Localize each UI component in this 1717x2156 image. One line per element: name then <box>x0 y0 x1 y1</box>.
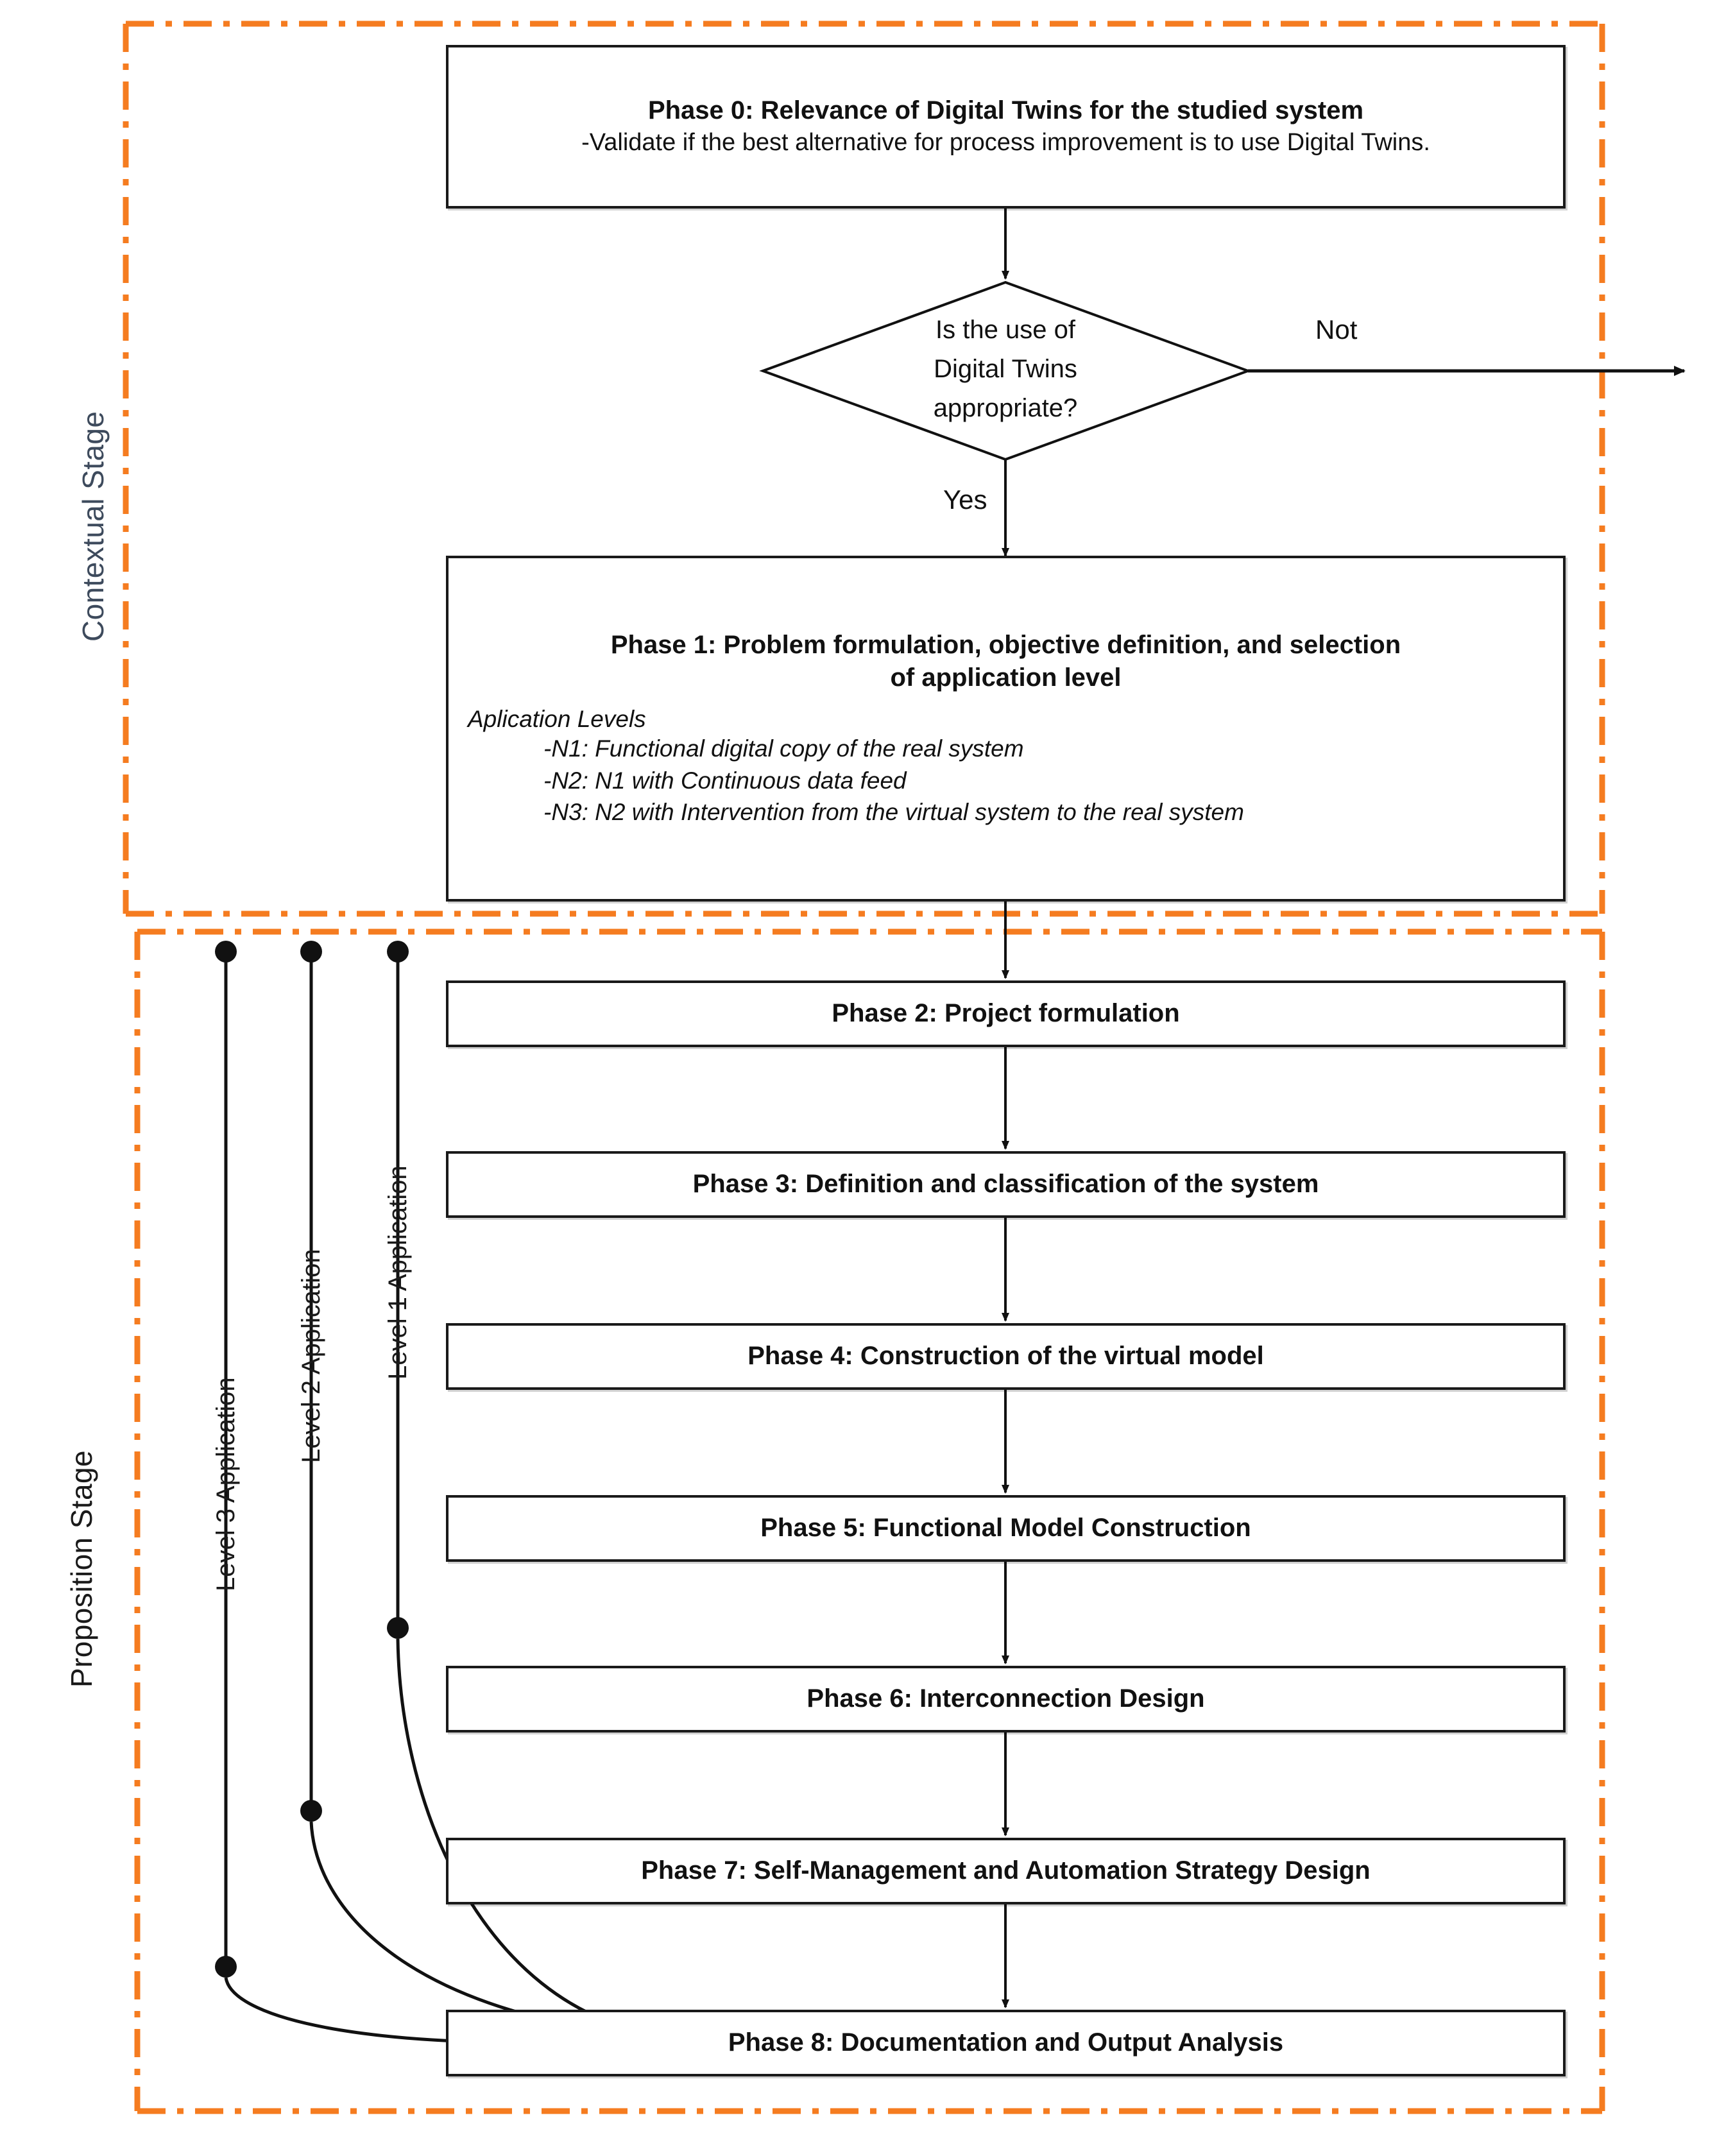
proposition-stage-label: Proposition Stage <box>65 1450 98 1688</box>
edge-label-not: Not <box>1315 314 1358 345</box>
phase-0-body: -Validate if the best alternative for pr… <box>581 129 1430 157</box>
phase-3-box[interactable]: Phase 3: Definition and classification o… <box>446 1151 1566 1218</box>
edge-label-yes: Yes <box>943 484 987 515</box>
phase-6-title: Phase 6: Interconnection Design <box>807 1684 1205 1713</box>
phase-1-levels-heading: Aplication Levels <box>468 706 646 733</box>
decision-line-1: Is the use of <box>935 316 1075 344</box>
phase-7-title: Phase 7: Self-Management and Automation … <box>641 1856 1371 1885</box>
phase-1-title-line-2: of application level <box>890 663 1122 692</box>
decision-line-2: Digital Twins <box>934 354 1077 383</box>
phase-0-title: Phase 0: Relevance of Digital Twins for … <box>647 96 1364 125</box>
decision-label: Is the use of Digital Twins appropriate? <box>826 311 1185 427</box>
phase-1-box[interactable]: Phase 1: Problem formulation, objective … <box>446 556 1566 902</box>
contextual-stage-label: Contextual Stage <box>76 411 110 642</box>
phase-1-title-line-1: Phase 1: Problem formulation, objective … <box>610 630 1401 659</box>
phase-8-box[interactable]: Phase 8: Documentation and Output Analys… <box>446 2010 1566 2076</box>
level-3-application-label: Level 3 Application <box>212 1377 240 1591</box>
phase-2-title: Phase 2: Project formulation <box>832 999 1180 1028</box>
phase-4-title: Phase 4: Construction of the virtual mod… <box>747 1342 1264 1371</box>
phase-6-box[interactable]: Phase 6: Interconnection Design <box>446 1666 1566 1733</box>
phase-8-title: Phase 8: Documentation and Output Analys… <box>728 2028 1284 2057</box>
level-1-application-label: Level 1 Application <box>384 1165 412 1380</box>
phase-1-level-n2: -N2: N1 with Continuous data feed <box>543 767 907 794</box>
phase-0-box[interactable]: Phase 0: Relevance of Digital Twins for … <box>446 45 1566 209</box>
phase-5-box[interactable]: Phase 5: Functional Model Construction <box>446 1495 1566 1562</box>
phase-5-title: Phase 5: Functional Model Construction <box>760 1514 1251 1543</box>
phase-1-level-n1: -N1: Functional digital copy of the real… <box>543 735 1024 762</box>
phase-2-box[interactable]: Phase 2: Project formulation <box>446 980 1566 1047</box>
phase-4-box[interactable]: Phase 4: Construction of the virtual mod… <box>446 1323 1566 1390</box>
phase-3-title: Phase 3: Definition and classification o… <box>692 1170 1319 1199</box>
decision-line-3: appropriate? <box>933 393 1078 422</box>
phase-1-level-n3: -N3: N2 with Intervention from the virtu… <box>543 799 1244 826</box>
phase-7-box[interactable]: Phase 7: Self-Management and Automation … <box>446 1838 1566 1904</box>
level-2-application-label: Level 2 Application <box>297 1249 325 1463</box>
